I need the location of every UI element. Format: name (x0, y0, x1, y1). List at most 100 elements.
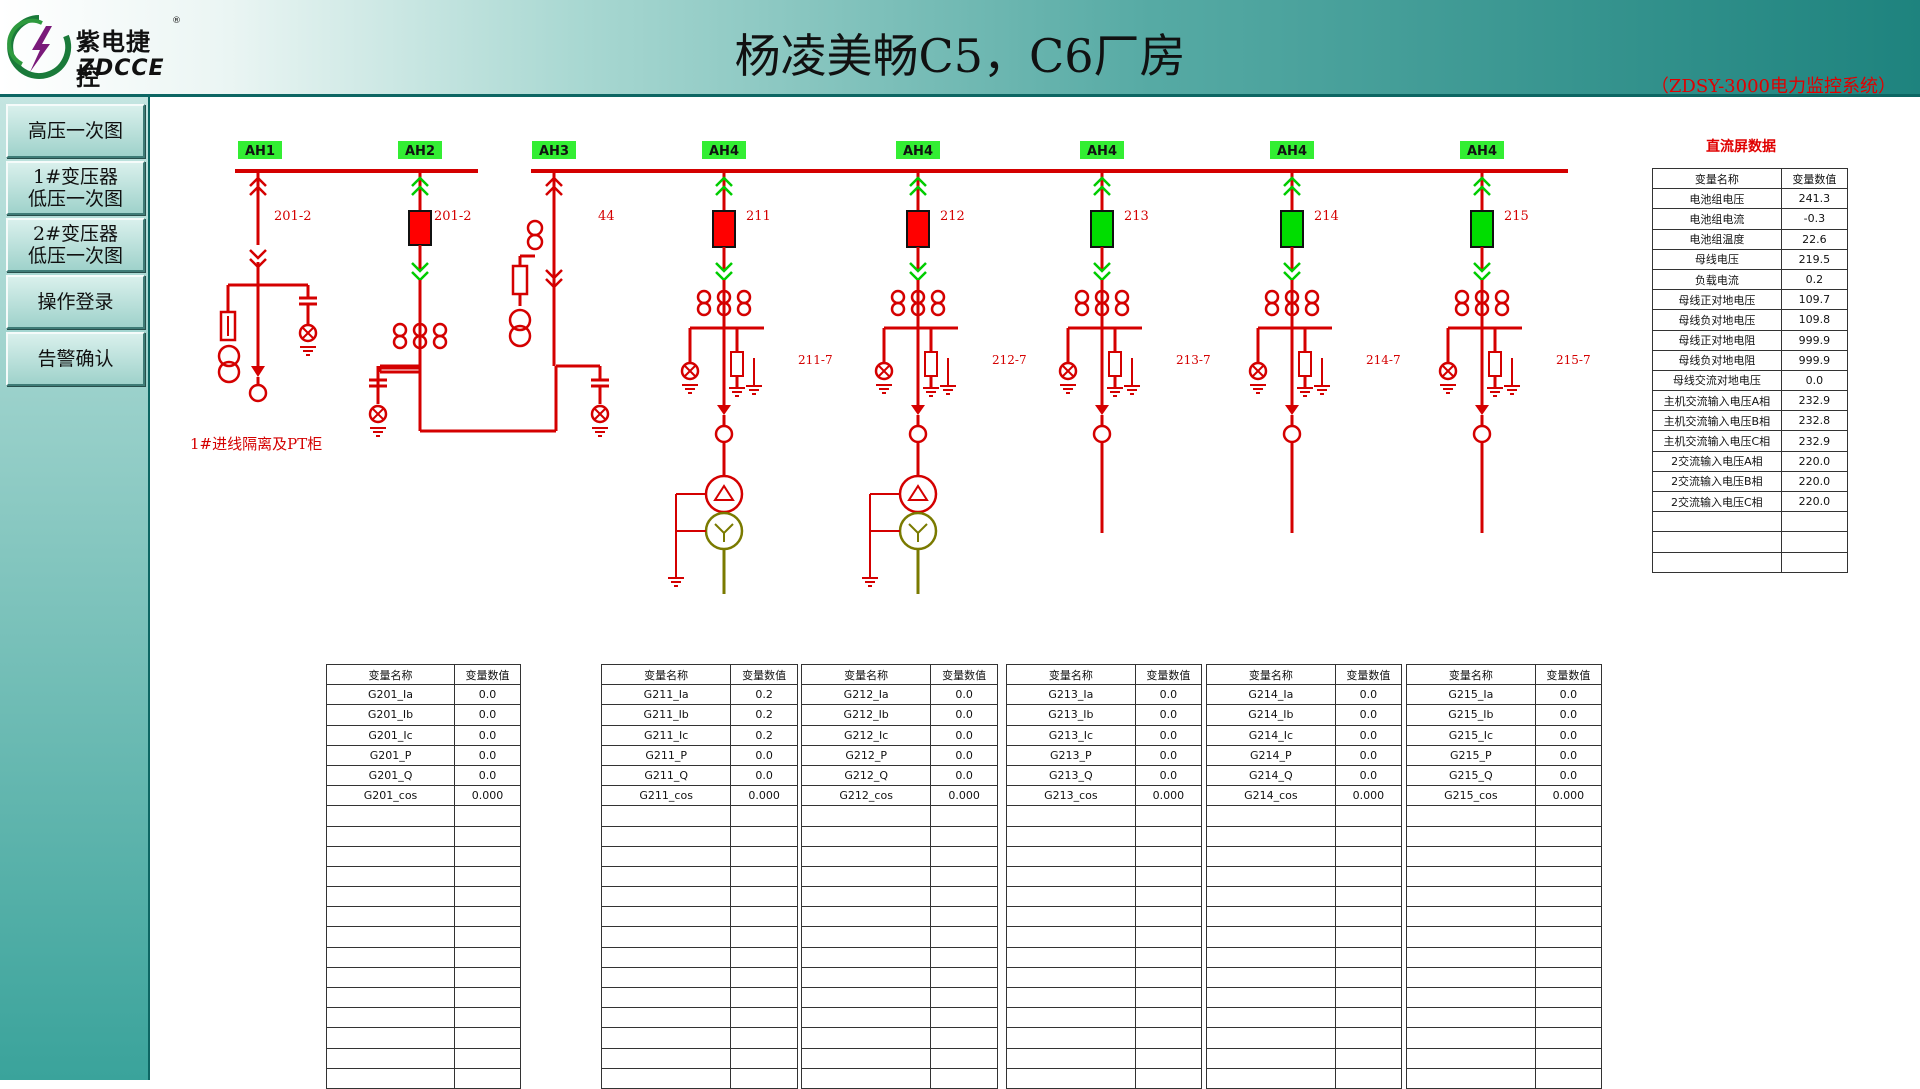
var-value-cell (454, 1007, 521, 1029)
var-name-cell (1006, 986, 1136, 1009)
var-name-cell (1406, 966, 1536, 989)
var-name-cell: G212_cos (800, 785, 932, 807)
var-value-cell (1780, 551, 1849, 573)
var-name-cell (1406, 825, 1536, 847)
table-row (1206, 986, 1403, 1009)
var-value-cell (454, 805, 521, 827)
var-value-cell (1534, 886, 1603, 908)
var-name-cell: 电池组电流 (1652, 208, 1782, 230)
var-name-cell (800, 805, 932, 827)
var-name-cell: G213_P (1006, 744, 1136, 766)
nav-hv-diagram-button[interactable]: 高压一次图 (6, 104, 145, 158)
var-value-cell: 0.2 (730, 704, 798, 726)
table-row (600, 1067, 798, 1089)
var-value-cell (1534, 906, 1603, 928)
var-name-cell (1406, 865, 1536, 888)
current-transformer-icon (526, 233, 544, 251)
nav-transformer1-lv-button[interactable]: 1#变压器低压一次图 (6, 161, 145, 215)
var-value-cell (454, 825, 521, 847)
current-transformer-icon (392, 322, 448, 350)
var-value-cell: 0.0 (1534, 724, 1603, 746)
var-name-cell: 负载电流 (1652, 268, 1782, 291)
table-row (600, 886, 798, 908)
ground-switch-label: 211-7 (798, 353, 833, 367)
table-row (1006, 906, 1203, 928)
ground-icon (668, 577, 684, 587)
table-row (1206, 1007, 1403, 1029)
var-value-cell (1534, 1007, 1603, 1029)
nav-transformer2-lv-button[interactable]: 2#变压器低压一次图 (6, 218, 145, 272)
table-row (325, 1007, 521, 1029)
nav-login-button[interactable]: 操作登录 (6, 275, 145, 329)
var-value-cell (1534, 1027, 1603, 1049)
table-row (800, 926, 998, 948)
cabinet-tag-bg (238, 141, 282, 159)
var-value-cell: -0.3 (1780, 208, 1849, 230)
table-row (1006, 1027, 1203, 1049)
var-value-cell (730, 906, 798, 928)
var-name-cell: 母线正对地电阻 (1652, 329, 1782, 351)
var-name-cell (1006, 825, 1136, 847)
table-row (1652, 511, 1849, 533)
var-name-cell: G211_Ic (600, 724, 732, 746)
var-name-cell (1206, 886, 1336, 908)
var-name-cell: 母线负对地电阻 (1652, 349, 1782, 371)
ground-icon (1314, 385, 1330, 395)
table-row (1006, 1007, 1203, 1029)
var-name-cell: G214_Ia (1206, 684, 1336, 706)
col-header-name: 变量名称 (1206, 663, 1336, 686)
var-value-cell (1134, 1067, 1203, 1089)
table-row (1006, 926, 1203, 948)
var-value-cell (1134, 805, 1203, 827)
earthing-switch-icon (730, 351, 744, 377)
var-name-cell (600, 845, 732, 867)
table-row (1006, 1047, 1203, 1069)
var-name-cell (1206, 1047, 1336, 1069)
var-value-cell: 219.5 (1780, 248, 1849, 270)
col-header-name: 变量名称 (1006, 663, 1136, 686)
cabinet-tag-2: AH3 (532, 141, 576, 159)
var-value-cell: 999.9 (1780, 349, 1849, 371)
registered-mark: ® (172, 16, 181, 26)
var-name-cell (1006, 906, 1136, 928)
cabinet-caption: 1#进线隔离及PT柜 (190, 435, 322, 453)
var-value-cell: 0.000 (1534, 785, 1603, 807)
ground-icon (1504, 385, 1520, 395)
var-value-cell (454, 1067, 521, 1089)
cabinet-tag-bg (398, 141, 442, 159)
table-row (800, 845, 998, 867)
var-value-cell (1334, 966, 1403, 989)
var-name-cell (1206, 966, 1336, 989)
table-row (800, 825, 998, 847)
current-transformer-icon (526, 219, 544, 237)
var-value-cell: 0.0 (930, 704, 998, 726)
var-value-cell (454, 926, 521, 948)
var-name-cell (600, 966, 732, 989)
chevron-icon (1093, 185, 1111, 196)
transformer-primary-icon (704, 474, 744, 514)
var-value-cell (1134, 825, 1203, 847)
var-name-cell (1206, 926, 1336, 948)
var-value-cell (1134, 986, 1203, 1009)
var-value-cell (730, 865, 798, 888)
nav-alarm-ack-button[interactable]: 告警确认 (6, 332, 145, 386)
var-name-cell: G211_Ib (600, 704, 732, 726)
var-value-cell: 220.0 (1780, 490, 1849, 513)
var-name-cell (1006, 865, 1136, 888)
table-row (1406, 946, 1603, 968)
ground-icon (1297, 387, 1313, 397)
table-row (1006, 845, 1203, 867)
var-value-cell: 0.0 (730, 744, 798, 766)
var-name-cell: G212_P (800, 744, 932, 766)
chevron-icon (545, 185, 563, 196)
var-value-cell (454, 886, 521, 908)
table-row (600, 845, 798, 867)
